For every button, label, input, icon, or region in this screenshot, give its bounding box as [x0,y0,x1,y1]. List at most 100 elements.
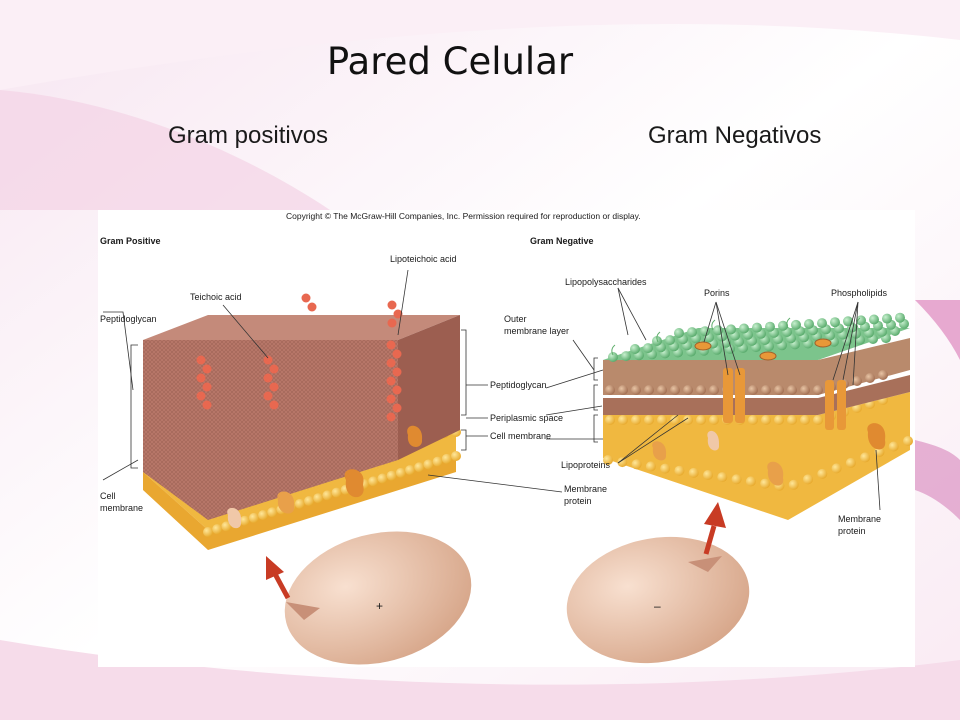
gn-label-phospholipids: Phospholipids [831,288,888,298]
membrane-bead [696,415,706,425]
lps-bead [778,320,788,331]
lps-bead [843,316,853,327]
teichoic-bead [196,355,206,365]
teichoic-bead [393,309,403,319]
gp-label-lipoteichoic: Lipoteichoic acid [390,254,457,264]
teichoic-bead [202,400,212,410]
teichoic-bead [307,302,317,312]
gn-label-outer-membrane-2: membrane layer [504,326,569,336]
membrane-bead [774,415,784,425]
outer-leaflet-bead [852,376,862,386]
outer-leaflet-bead [748,385,758,395]
outer-leaflet-bead [605,385,615,395]
lps-bead [882,313,892,324]
teichoic-bead [269,382,279,392]
membrane-bead [745,476,756,487]
lps-bead [643,343,653,354]
membrane-bead [845,457,856,468]
membrane-bead [603,455,613,465]
membrane-bead [441,453,452,464]
membrane-bead [605,415,615,425]
membrane-bead [888,441,899,452]
lps-bead [726,324,736,335]
membrane-bead [386,470,397,481]
lps-bead [856,315,866,326]
outer-leaflet-bead [813,385,823,395]
slide-title: Pared Celular [326,40,574,83]
membrane-bead [831,463,842,474]
right-swoosh [915,300,960,360]
membrane-bead [748,415,758,425]
gn-lps-strands [611,317,861,356]
gp-bacterial-cell: + [284,531,472,665]
gp-label-cell-membrane-2: membrane [100,503,143,513]
teichoic-bead [387,318,397,328]
membrane-bead [709,415,719,425]
teichoic-bead [392,385,402,395]
membrane-bead [731,474,742,485]
membrane-bead [660,463,671,474]
membrane-bead [670,415,680,425]
membrane-bead [313,493,324,504]
outer-leaflet-bead [683,385,693,395]
lps-bead [895,312,905,323]
gn-label-membrane-protein-2: protein [838,526,866,536]
membrane-bead [414,462,425,473]
membrane-bead [674,465,685,476]
membrane-bead [212,524,223,535]
gp-label-cell-membrane-1: Cell [100,491,116,501]
membrane-bead [860,452,871,463]
gram-positive-heading: Gram Positive [100,236,161,246]
teichoic-bead [392,367,402,377]
membrane-bead [788,479,799,490]
membrane-bead [813,415,823,425]
cell-wall-figure: Copyright © The McGraw-Hill Companies, I… [98,210,915,667]
teichoic-bead [301,293,311,303]
gram-negative-heading: Gram Negative [530,236,594,246]
membrane-bead [377,473,388,484]
outer-leaflet-bead [787,385,797,395]
teichoic-bead [202,364,212,374]
outer-leaflet-bead [631,385,641,395]
teichoic-bead [386,376,396,386]
right-band [915,440,960,520]
membrane-bead [800,415,810,425]
lps-bead [830,317,840,328]
teichoic-bead [386,412,396,422]
membrane-bead [760,478,771,489]
membrane-bead [631,415,641,425]
teichoic-bead [196,373,206,383]
lps-bead [700,326,710,337]
gn-porins [694,338,846,430]
teichoic-bead [386,340,396,350]
membrane-bead [644,415,654,425]
teichoic-bead [196,391,206,401]
gn-label-porins: Porins [704,288,730,298]
gn-label-lipopolysaccharides: Lipopolysaccharides [565,277,647,287]
membrane-bead [221,521,232,532]
gn-cell-sign: – [654,599,661,613]
gn-label-outer-membrane-1: Outer [504,314,527,324]
membrane-bead [817,468,828,479]
membrane-bead [368,476,379,487]
left-swoosh [0,90,330,210]
lps-bead [652,336,662,346]
lps-bead [665,335,675,346]
teichoic-bead [269,400,279,410]
lps-bead [804,319,814,329]
membrane-bead [395,467,406,478]
subtitle-gram-negative: Gram Negativos [648,122,822,149]
outer-leaflet-bead [657,385,667,395]
membrane-bead [874,446,885,457]
gn-bacterial-cell: – [566,536,750,664]
gp-label-teichoic: Teichoic acid [190,292,242,302]
membrane-bead [451,451,461,461]
membrane-bead [294,498,305,509]
gn-outer-membrane-beads [605,312,909,395]
teichoic-bead [392,403,402,413]
membrane-bead [645,461,656,472]
lps-bead [630,344,640,354]
label-peptidoglycan: Peptidoglycan [490,380,547,390]
teichoic-bead [263,391,273,401]
lps-bead [752,322,762,333]
